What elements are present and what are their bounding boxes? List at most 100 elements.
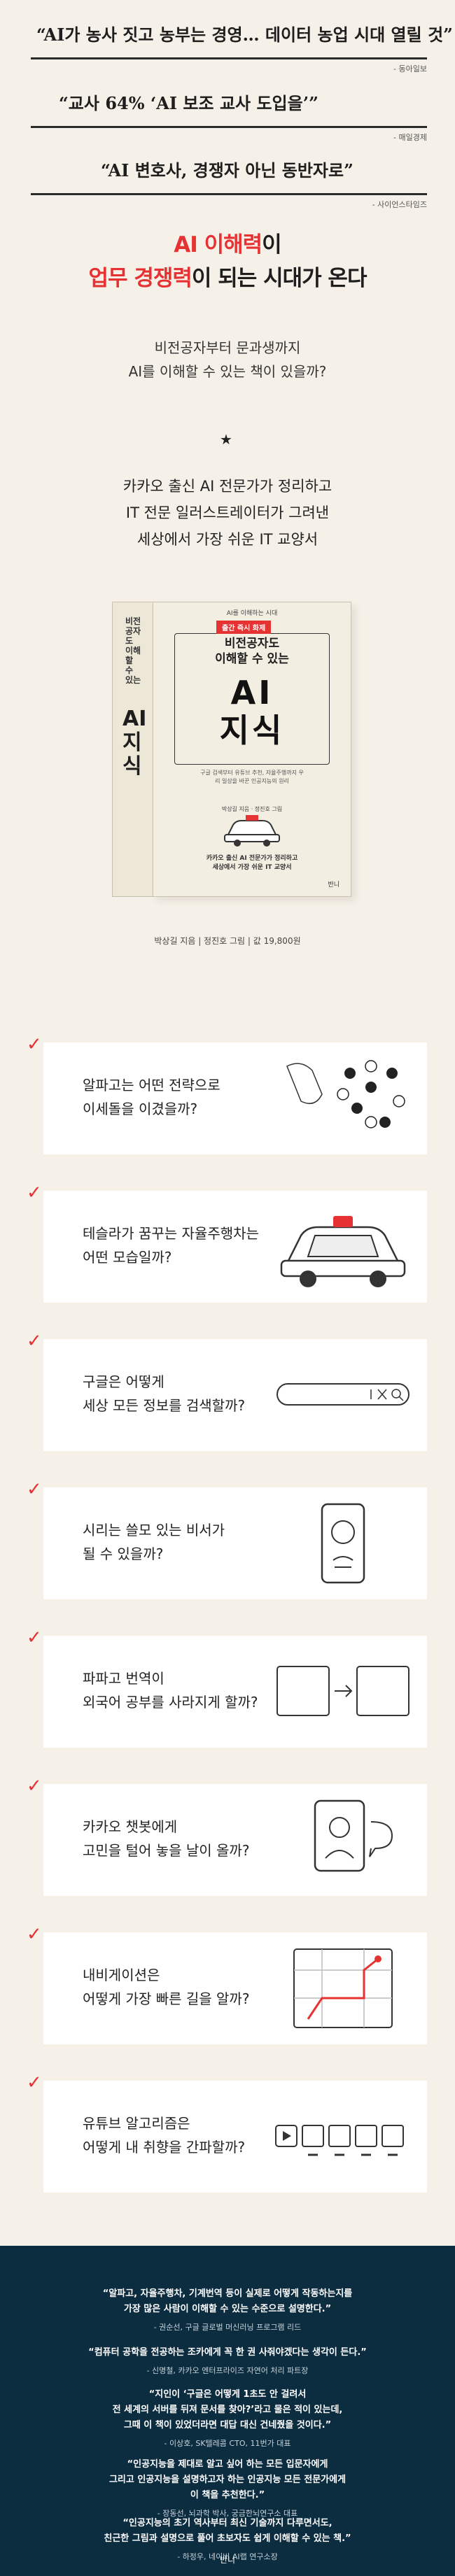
check-icon: ✓ (27, 1924, 42, 1945)
subheading-question: 비전공자부터 문과생까지 AI를 이해할 수 있는 책이 있을까? (0, 336, 455, 383)
check-icon: ✓ (27, 1331, 42, 1352)
feature-card: ✓ 카카오 챗봇에게 고민을 털어 놓을 날이 올까? (27, 1776, 427, 1896)
review-text: “알파고, 자율주행차, 기계번역 등이 실제로 어떻게 작동하는지를 가장 많… (28, 2286, 427, 2317)
headline-line-1: AI 이해력이 (0, 227, 455, 258)
check-icon: ✓ (27, 1776, 42, 1797)
review-line: 친근한 그림과 설명으로 풀어 초보자도 쉽게 이해할 수 있는 책.” (104, 2533, 351, 2544)
check-icon: ✓ (27, 1479, 42, 1500)
feature-card: ✓ 유튜브 알고리즘은 어떻게 내 취향을 간파할까? (27, 2072, 427, 2193)
press-quote-source: - 동아일보 (393, 64, 427, 73)
self-driving-car-icon (280, 1216, 406, 1287)
feature-card: ✓ 알파고는 어떤 전략으로 이세돌을 이겼을까? (27, 1034, 427, 1154)
feature-line: 어떤 모습일까? (83, 1249, 172, 1266)
cover-subtitle: 비전공자도 이해할 수 있는 (181, 636, 323, 667)
feature-line: 세상 모든 정보를 검색할까? (83, 1397, 246, 1414)
feature-text: 카카오 챗봇에게 고민을 털어 놓을 날이 올까? (83, 1815, 272, 1862)
review-text: “컴퓨터 공학을 전공하는 조카에게 꼭 한 권 사줘야겠다는 생각이 든다.” (28, 2345, 427, 2361)
feature-line: 유튜브 알고리즘은 (83, 2115, 190, 2132)
book-credit-line: 박상길 지음 | 정진호 그림 | 값 19,800원 (154, 936, 301, 946)
quote-divider (31, 193, 427, 195)
press-quote-3: “AI 변호사, 경쟁자 아닌 동반자로” - 사이언스타임즈 (31, 157, 427, 209)
feature-line: 알파고는 어떤 전략으로 (83, 1077, 220, 1094)
star-icon: ★ (220, 431, 232, 448)
spine-title: AI 지식 (122, 707, 147, 779)
feature-line: 구글은 어떻게 (83, 1373, 164, 1390)
review-author: - 장동선, 뇌과학 박사, 궁금한뇌연구소 대표 (157, 2509, 298, 2518)
feature-list-section: ✓ 알파고는 어떤 전략으로 이세돌을 이겼을까? ✓ (0, 1028, 455, 2246)
headline-highlight: AI 이해력 (174, 232, 262, 257)
cover-blurb: 구글 검색부터 유튜브 추천, 자율주행까지 우리 일상을 바꾼 인공지능의 원… (200, 770, 304, 784)
spine-subtitle: 비전공자도 이해할 수 있는 (125, 616, 141, 685)
review-section (0, 2246, 455, 2576)
feature-card: ✓ 테슬라가 꿈꾸는 자율주행차는 어떤 모습일까? (27, 1182, 427, 1303)
press-quote-source: - 사이언스타임즈 (372, 200, 427, 209)
video-recommendation-icon (275, 2125, 404, 2156)
headline-line-2: 업무 경쟁력이 되는 시대가 온다 (0, 260, 455, 292)
feature-line: 시리는 쓸모 있는 비서가 (83, 1522, 225, 1538)
feature-line: 테슬라가 꿈꾸는 자율주행차는 (83, 1225, 259, 1242)
subheading-line: AI를 이해할 수 있는 책이 있을까? (128, 363, 327, 380)
check-icon: ✓ (27, 1627, 42, 1648)
feature-card: ✓ 파파고 번역이 외국어 공부를 사라지게 할까? (27, 1627, 427, 1748)
navigation-icon (293, 1948, 393, 2028)
review-author: - 하정우, 네이버 AI랩 연구소장 (177, 2552, 278, 2561)
press-quote-text: “AI가 농사 짓고 농부는 경영… 데이터 농업 시대 열릴 것” (36, 24, 453, 45)
review-text: “인공지능의 초기 역사부터 최신 기술까지 다루면서도, 친근한 그림과 설명… (28, 2516, 427, 2547)
book-cover-image: 비전공자도 이해할 수 있는 AI 지식 AI를 이해하는 시대 출간 즉시 화… (112, 602, 351, 897)
voice-assistant-icon (321, 1503, 365, 1584)
feature-card: ✓ 내비게이션은 어떻게 가장 빠른 길을 알까? (27, 1924, 427, 2044)
cover-publisher: 반니 (328, 882, 340, 889)
feature-line: 고민을 털어 놓을 날이 올까? (83, 1842, 250, 1859)
cover-tag: 출간 즉시 화제 (216, 621, 272, 634)
press-quote-2: “교사 64% ‘AI 보조 교사 도입을’” - 매일경제 (31, 90, 427, 142)
review-item: “지인이 ‘구글은 어떻게 1초도 안 걸려서 전 세계의 서버를 뒤져 문서를… (28, 2387, 427, 2449)
review-item: “알파고, 자율주행차, 기계번역 등이 실제로 어떻게 작동하는지를 가장 많… (28, 2286, 427, 2333)
review-author: - 신명철, 카카오 엔터프라이즈 자연어 처리 파트장 (146, 2366, 309, 2375)
translation-icon (276, 1666, 410, 1716)
press-quote-text: “AI 변호사, 경쟁자 아닌 동반자로” (101, 160, 354, 181)
review-line: “인공지능을 제대로 알고 싶어 하는 모든 입문자에게 (127, 2459, 328, 2470)
review-line: 가장 많은 사람이 이해할 수 있는 수준으로 설명한다.” (123, 2304, 332, 2314)
check-icon: ✓ (27, 1182, 42, 1203)
review-text: “지인이 ‘구글은 어떻게 1초도 안 걸려서 전 세계의 서버를 뒤져 문서를… (28, 2387, 427, 2433)
feature-line: 어떻게 가장 빠른 길을 알까? (83, 1990, 250, 2007)
feature-text: 알파고는 어떤 전략으로 이세돌을 이겼을까? (83, 1073, 272, 1121)
feature-line: 카카오 챗봇에게 (83, 1818, 178, 1835)
search-bar-icon (276, 1383, 410, 1406)
feature-line: 파파고 번역이 (83, 1670, 164, 1687)
cover-title: AI 지식 (219, 674, 285, 749)
check-icon: ✓ (27, 2072, 42, 2093)
check-icon: ✓ (27, 1034, 42, 1055)
car-illustration-icon (224, 815, 280, 847)
feature-line: 내비게이션은 (83, 1967, 160, 1983)
headline-text: 이 되는 시대가 온다 (191, 266, 368, 291)
cover-bottom-text: 카카오 출신 AI 전문가가 정리하고 세상에서 가장 쉬운 IT 교양서 (206, 855, 298, 871)
review-line: 전 세계의 서버를 뒤져 문서를 찾아?’라고 물은 적이 있는데, (112, 2405, 343, 2415)
review-line: “인공지능의 초기 역사부터 최신 기술까지 다루면서도, (122, 2518, 332, 2528)
review-line: “알파고, 자율주행차, 기계번역 등이 실제로 어떻게 작동하는지를 (102, 2288, 353, 2299)
feature-text: 유튜브 알고리즘은 어떻게 내 취향을 간파할까? (83, 2111, 272, 2159)
feature-line: 어떻게 내 취향을 간파할까? (83, 2139, 246, 2156)
feature-text: 내비게이션은 어떻게 가장 빠른 길을 알까? (83, 1963, 272, 2011)
press-quote-1: “AI가 농사 짓고 농부는 경영… 데이터 농업 시대 열릴 것” - 동아일… (31, 21, 453, 73)
feature-text: 파파고 번역이 외국어 공부를 사라지게 할까? (83, 1666, 272, 1714)
feature-line: 외국어 공부를 사라지게 할까? (83, 1694, 258, 1711)
quote-divider (31, 126, 427, 128)
go-board-icon (286, 1060, 405, 1128)
chatbot-icon (314, 1799, 393, 1872)
publisher-logo: 반니 (219, 2555, 236, 2565)
headline-text: 이 (262, 232, 282, 257)
feature-line: 될 수 있을까? (83, 1545, 164, 1562)
review-item: “컴퓨터 공학을 전공하는 조카에게 꼭 한 권 사줘야겠다는 생각이 든다.”… (28, 2345, 427, 2376)
feature-line: 이세돌을 이겼을까? (83, 1101, 198, 1117)
cover-subtitle-line: 비전공자도 이해할 수 있는 (215, 637, 289, 666)
review-text: “인공지능을 제대로 알고 싶어 하는 모든 입문자에게 그리고 인공지능을 설… (28, 2457, 427, 2503)
headline-highlight: 업무 경쟁력 (88, 266, 192, 291)
review-line: “지인이 ‘구글은 어떻게 1초도 안 걸려서 (148, 2389, 307, 2400)
review-line: 그때 이 책이 있었더라면 대답 대신 건네줬을 것이다.” (123, 2420, 332, 2430)
press-quote-source: - 매일경제 (393, 133, 427, 142)
cover-top-line: AI를 이해하는 시대 (226, 610, 278, 617)
subheading-line: IT 전문 일러스트레이터가 그려낸 (125, 504, 330, 521)
feature-text: 테슬라가 꿈꾸는 자율주행차는 어떤 모습일까? (83, 1222, 272, 1269)
